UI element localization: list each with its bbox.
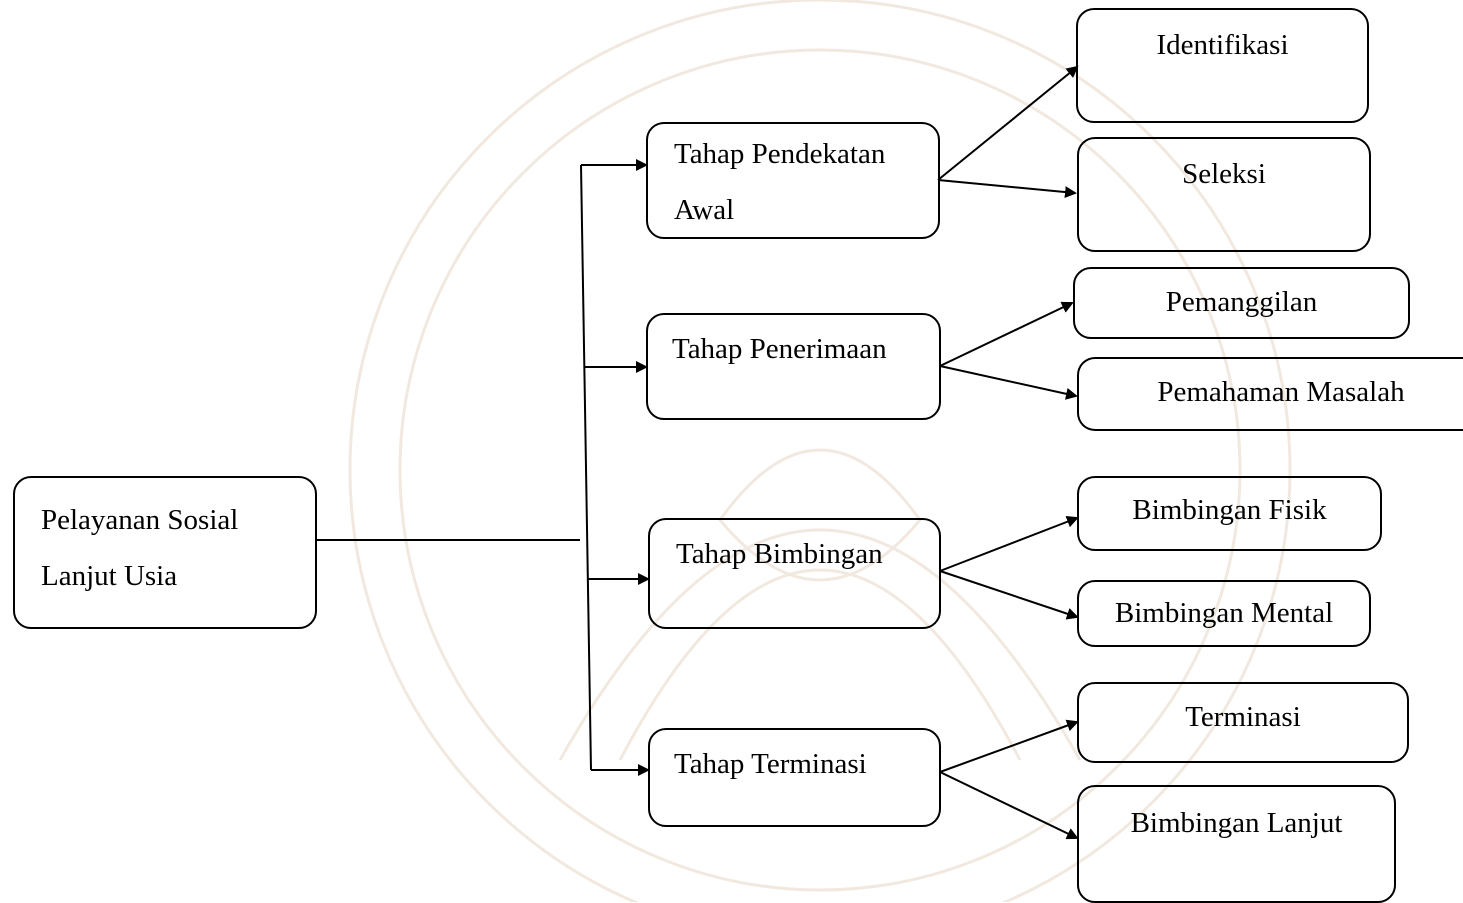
step-node-seleksi: Seleksi <box>1077 137 1371 252</box>
root-node-line-1: Pelayanan Sosial <box>41 504 239 536</box>
step-terminasi-label: Terminasi <box>1185 701 1301 733</box>
arrow-to-seleksi <box>937 179 1077 199</box>
root-node-line-2: Lanjut Usia <box>41 560 178 592</box>
trunk-line <box>580 164 592 771</box>
step-node-bimbingan-mental: Bimbingan Mental <box>1077 580 1371 647</box>
arrow-to-identifikasi <box>937 65 1079 181</box>
arrow-to-pemahaman <box>939 365 1078 400</box>
stage-node-pendekatan-awal: Tahap Pendekatan Awal <box>646 122 940 239</box>
step-node-terminasi: Terminasi <box>1077 682 1409 763</box>
stage-1-label-line-2: Awal <box>674 194 735 226</box>
step-bimbingan-mental-label: Bimbingan Mental <box>1114 597 1334 629</box>
stage-4-label: Tahap Terminasi <box>674 748 867 780</box>
step-seleksi-label: Seleksi <box>1182 158 1266 190</box>
step-node-pemanggilan: Pemanggilan <box>1073 267 1410 339</box>
step-node-identifikasi: Identifikasi <box>1076 8 1369 123</box>
arrow-to-bimbingan-fisik <box>939 516 1079 572</box>
stage-node-terminasi: Tahap Terminasi <box>648 728 941 827</box>
stage-1-label-line-1: Tahap Pendekatan <box>674 138 886 170</box>
step-node-bimbingan-lanjut: Bimbingan Lanjut <box>1077 785 1396 903</box>
arrow-to-bimbingan-lanjut <box>939 771 1079 840</box>
step-bimbingan-lanjut-label: Bimbingan Lanjut <box>1130 807 1343 839</box>
step-identifikasi-label: Identifikasi <box>1156 29 1289 61</box>
step-node-bimbingan-fisik: Bimbingan Fisik <box>1077 476 1382 551</box>
stage-node-bimbingan: Tahap Bimbingan <box>648 518 941 629</box>
arrow-to-terminasi <box>939 719 1079 773</box>
stage-3-label: Tahap Bimbingan <box>676 538 883 570</box>
step-bimbingan-fisik-label: Bimbingan Fisik <box>1132 494 1327 526</box>
arrow-to-bimbingan-mental <box>939 570 1079 620</box>
step-node-pemahaman-masalah: Pemahaman Masalah <box>1077 357 1463 431</box>
stage-2-label: Tahap Penerimaan <box>672 333 887 365</box>
root-node: Pelayanan Sosial Lanjut Usia <box>13 476 317 629</box>
stage-node-penerimaan: Tahap Penerimaan <box>646 313 941 420</box>
step-pemanggilan-label: Pemanggilan <box>1165 286 1318 318</box>
step-pemahaman-masalah-label: Pemahaman Masalah <box>1157 376 1405 408</box>
arrow-to-pemanggilan <box>939 301 1074 367</box>
